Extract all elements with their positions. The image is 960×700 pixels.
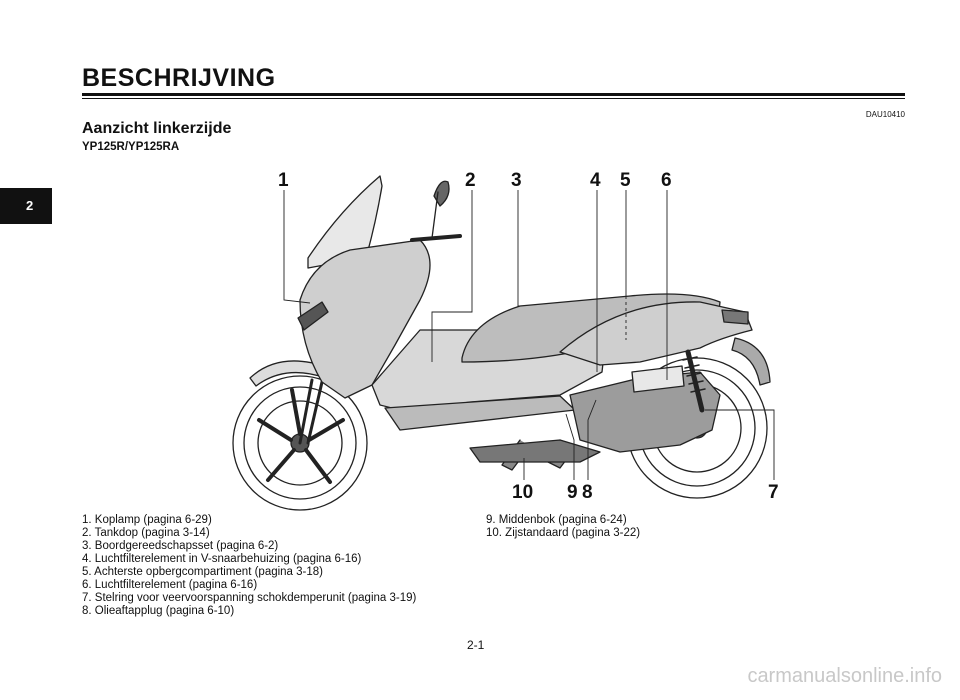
rear-body: [559, 301, 753, 366]
leader-line-8: [587, 399, 597, 480]
legend-item: 1. Koplamp (pagina 6-29): [82, 514, 212, 526]
chapter-tab-label: 2: [26, 198, 34, 213]
front-fork: [298, 378, 324, 445]
air-filter-box: [631, 365, 685, 393]
callout-10: 10: [512, 482, 533, 503]
scooter-illustration: [232, 175, 771, 511]
callout-numbers: 1 2 3 4 5 6 10 9 8 7: [278, 170, 779, 503]
leader-line-2: [431, 190, 473, 362]
callout-8: 8: [582, 482, 593, 503]
callout-6: 6: [661, 170, 672, 191]
leader-line-9: [565, 413, 575, 480]
legend-item: 8. Olieaftapplug (pagina 6-10): [82, 605, 235, 617]
leader-line-1: [283, 190, 311, 304]
section-title: Aanzicht linkerzijde: [82, 120, 232, 137]
legend-item: 10. Zijstandaard (pagina 3-22): [486, 527, 641, 539]
headlamp: [297, 301, 329, 331]
leader-line-3: [517, 190, 522, 307]
page-number: 2-1: [467, 638, 485, 652]
tail-light: [721, 309, 749, 325]
rear-fender: [731, 337, 771, 386]
front-tire: [232, 375, 368, 511]
mirror: [431, 180, 450, 239]
header-rule-thin: [82, 98, 905, 99]
callout-4: 4: [590, 170, 601, 191]
watermark: carmanualsonline.info: [747, 665, 942, 687]
legend-item: 7. Stelring voor veervoorspanning schokd…: [82, 592, 417, 604]
callout-5: 5: [620, 170, 631, 191]
legend-right: 9. Middenbok (pagina 6-24) 10. Zijstanda…: [486, 514, 640, 540]
leader-line-7: [705, 409, 775, 480]
callout-7: 7: [768, 482, 779, 503]
legend-item: 5. Achterste opbergcompartiment (pagina …: [82, 566, 323, 578]
rear-shock: [685, 349, 705, 413]
callout-lines: [283, 190, 775, 480]
callout-9: 9: [567, 482, 578, 503]
callout-2: 2: [465, 170, 476, 191]
legend-left: 1. Koplamp (pagina 6-29) 2. Tankdop (pag…: [82, 514, 416, 618]
model-title: YP125R/YP125RA: [82, 141, 180, 153]
muffler: [469, 439, 601, 463]
callout-1: 1: [278, 170, 289, 191]
header-rule-thick: [82, 93, 905, 96]
legend-item: 4. Luchtfilterelement in V-snaarbehuizin…: [82, 553, 362, 565]
legend-item: 9. Middenbok (pagina 6-24): [486, 514, 627, 526]
document-code: DAU10410: [865, 110, 905, 119]
callout-3: 3: [511, 170, 522, 191]
chapter-tab: 2: [0, 188, 52, 224]
chapter-title: BESCHRIJVING: [82, 64, 276, 92]
legend-item: 3. Boordgereedschapsset (pagina 6-2): [82, 540, 279, 552]
legend-item: 2. Tankdop (pagina 3-14): [82, 527, 210, 539]
legend-item: 6. Luchtfilterelement (pagina 6-16): [82, 579, 258, 591]
front-fairing: [299, 239, 431, 399]
handlebar: [410, 234, 462, 242]
